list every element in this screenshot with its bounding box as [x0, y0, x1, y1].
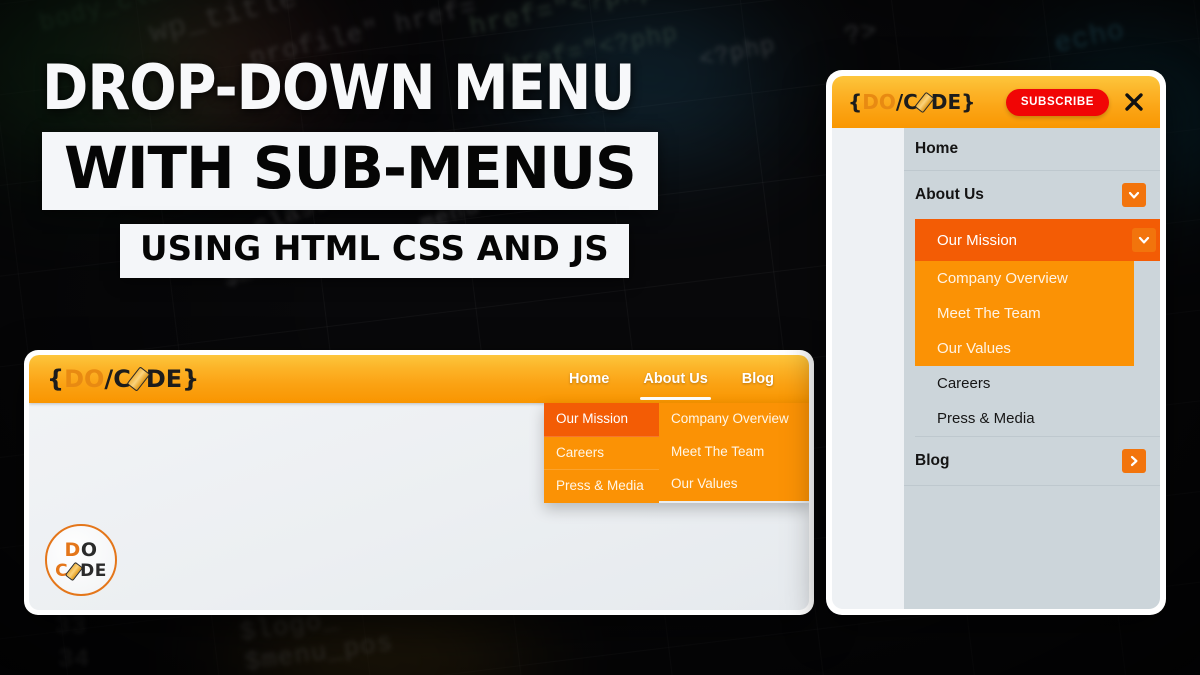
logo-slash: / [104, 365, 114, 393]
mobile-sub-item-our-values[interactable]: Our Values [937, 340, 1011, 357]
logo-open-brace: { [47, 365, 65, 393]
dropdown-primary-column: Our Mission Careers Press & Media [544, 403, 659, 503]
logo-c-text: C [113, 365, 131, 393]
submenu-item-our-values[interactable]: Our Values [671, 476, 738, 492]
badge-c: C [55, 560, 69, 581]
mobile-sub-item-company-overview[interactable]: Company Overview [937, 270, 1068, 287]
mobile-logo[interactable]: {DO/C DE} [848, 90, 976, 114]
mobile-submenu-label: Our Mission [937, 231, 1018, 249]
title-block: DROP-DOWN MENU WITH SUB-MENUS USING HTML… [42, 55, 812, 278]
desktop-preview-card: {DO/C DE} Home About Us Blog Our Mission… [24, 350, 814, 615]
page-title-line2: WITH SUB-MENUS [42, 132, 658, 210]
mobile-menu-item-blog[interactable]: Blog [904, 437, 1160, 486]
logo-de-text: DE [930, 90, 962, 114]
dropdown-item-careers[interactable]: Careers [544, 437, 659, 471]
subscribe-button[interactable]: SUBSCRIBE [1005, 88, 1109, 116]
badge-de: DE [80, 560, 107, 581]
desktop-nav-links: Home About Us Blog [552, 355, 791, 403]
dropdown-item-press-and-media[interactable]: Press & Media [556, 478, 644, 494]
close-icon[interactable] [1122, 90, 1146, 114]
mobile-menu-label: Home [915, 140, 959, 157]
mobile-submenu-item-press-and-media[interactable]: Press & Media [915, 401, 1160, 437]
mobile-sub-submenu-our-mission: Company Overview Meet The Team Our Value… [915, 261, 1134, 366]
chevron-down-icon[interactable] [1132, 228, 1156, 252]
nav-link-about-us[interactable]: About Us [626, 355, 724, 403]
mobile-header: {DO/C DE} SUBSCRIBE [832, 76, 1160, 128]
logo-do-text: DO [862, 90, 896, 114]
page-title-line1: DROP-DOWN MENU [42, 51, 636, 124]
mobile-submenu-item-careers[interactable]: Careers [937, 375, 991, 392]
logo-de-text: DE [145, 365, 183, 393]
desktop-dropdown-menu: Our Mission Careers Press & Media Compan… [544, 403, 809, 503]
nav-link-home[interactable]: Home [569, 371, 610, 387]
logo-close-brace: } [961, 90, 976, 114]
brand-badge: DO C DE [45, 524, 117, 596]
mobile-preview-viewport: {DO/C DE} SUBSCRIBE Home About Us [832, 76, 1160, 609]
mobile-left-gutter [832, 128, 904, 609]
mobile-body: Home About Us Our Mission [832, 128, 1160, 609]
desktop-navbar: {DO/C DE} Home About Us Blog [29, 355, 809, 403]
mobile-menu-label: About Us [915, 186, 984, 203]
logo-slash: / [895, 90, 904, 114]
logo-do-text: DO [64, 365, 105, 393]
logo-c-text: C [903, 90, 918, 114]
dropdown-item-our-mission[interactable]: Our Mission [544, 403, 659, 437]
submenu-item-company-overview[interactable]: Company Overview [671, 411, 789, 426]
mobile-submenu-about-us: Our Mission Company Overview Meet The Te… [904, 219, 1160, 437]
dropdown-submenu-column: Company Overview Meet The Team Our Value… [659, 403, 809, 501]
mobile-submenu-item-our-mission[interactable]: Our Mission [915, 219, 1160, 261]
badge-bottom-text: C DE [55, 560, 107, 581]
chevron-right-icon[interactable] [1122, 449, 1146, 473]
mobile-sub-item-meet-the-team[interactable]: Meet The Team [937, 305, 1041, 322]
logo-open-brace: { [848, 90, 863, 114]
badge-d: D [64, 538, 81, 561]
logo-close-brace: } [182, 365, 200, 393]
mobile-preview-card: {DO/C DE} SUBSCRIBE Home About Us [826, 70, 1166, 615]
mobile-menu-item-about-us[interactable]: About Us [904, 171, 1160, 219]
mobile-menu-label: Blog [915, 452, 950, 469]
desktop-logo[interactable]: {DO/C DE} [47, 365, 200, 393]
mobile-menu-item-home[interactable]: Home [904, 128, 1160, 171]
badge-top-text: DO [64, 538, 98, 561]
nav-link-blog[interactable]: Blog [741, 371, 774, 387]
badge-o: O [80, 538, 98, 561]
mobile-menu: Home About Us Our Mission [904, 128, 1160, 609]
submenu-item-meet-the-team[interactable]: Meet The Team [671, 443, 765, 459]
page-subtitle: USING HTML CSS AND JS [120, 223, 629, 278]
chevron-down-icon[interactable] [1122, 183, 1146, 207]
desktop-preview-viewport: {DO/C DE} Home About Us Blog Our Mission… [29, 355, 809, 610]
